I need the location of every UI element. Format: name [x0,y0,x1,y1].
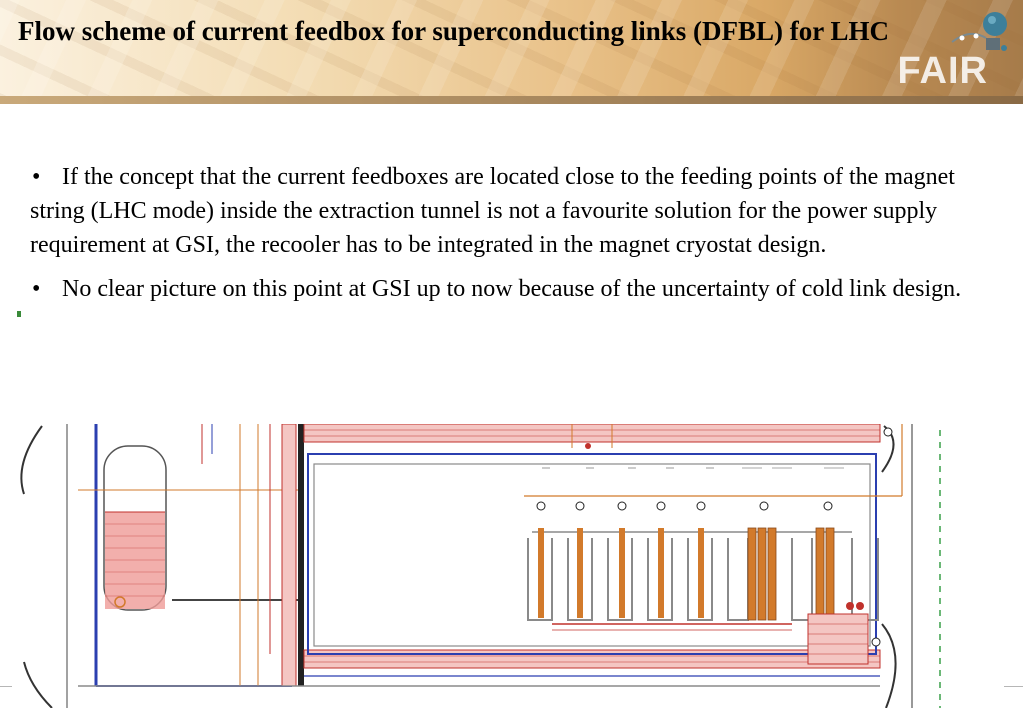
bullet-text: No clear picture on this point at GSI up… [62,276,962,302]
banner-texture [0,0,1023,104]
bullet-marker: • [32,276,41,302]
margin-marker [17,311,21,317]
fair-logo-icon [951,12,1007,51]
title-banner: Flow scheme of current feedbox for super… [0,0,1023,104]
footer-rule-right [1004,686,1023,687]
bullet-item: •If the concept that the current feedbox… [30,160,995,262]
content-body: •If the concept that the current feedbox… [30,160,995,316]
bullet-item: • No clear picture on this point at GSI u… [30,272,995,306]
bullet-marker: • [32,164,41,190]
bullet-text: If the concept that the current feedboxe… [30,164,955,258]
fair-logo-text: FAIR [897,50,988,92]
footer-rule-left [0,686,12,687]
flow-scheme-diagram [20,424,941,708]
slide-title: Flow scheme of current feedbox for super… [18,16,889,46]
